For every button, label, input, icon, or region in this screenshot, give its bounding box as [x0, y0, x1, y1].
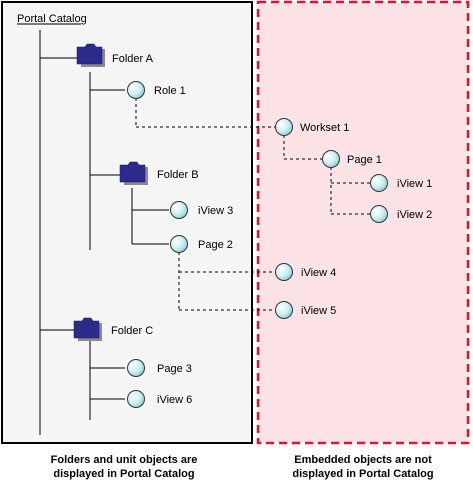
iview-5-label: iView 5	[301, 305, 336, 317]
embedded-caption-line-1: Embedded objects are not	[294, 454, 432, 466]
iview-1-node-icon	[370, 174, 388, 192]
page-3-node-icon	[127, 359, 145, 377]
folder-a-label: Folder A	[112, 53, 154, 65]
iview-2-node-icon	[370, 205, 388, 223]
iview-3-label: iView 3	[198, 205, 233, 217]
workset-1-label: Workset 1	[300, 122, 349, 134]
page-1-label: Page 1	[347, 154, 382, 166]
folder-b-label: Folder B	[157, 169, 199, 181]
catalog-caption-line-1: Folders and unit objects are	[51, 454, 198, 466]
iview-4-node-icon	[275, 263, 293, 281]
folder-b-icon	[119, 161, 148, 185]
role-1-node-icon	[127, 81, 145, 99]
catalog-caption-line-2: displayed in Portal Catalog	[53, 468, 194, 480]
iview-1-label: iView 1	[397, 178, 432, 190]
iview-2-label: iView 2	[397, 209, 432, 221]
workset-1-node-icon	[275, 118, 293, 136]
folder-c-icon	[73, 317, 102, 341]
iview-6-node-icon	[127, 390, 145, 408]
folder-a-icon	[76, 43, 105, 67]
portal-catalog-panel	[1, 1, 253, 444]
embedding-lines	[135, 98, 370, 311]
iview-6-label: iView 6	[157, 394, 192, 406]
iview-4-label: iView 4	[301, 267, 336, 279]
embedded-objects-panel	[256, 0, 470, 445]
page-2-label: Page 2	[198, 239, 233, 251]
catalog-title: Portal Catalog	[17, 13, 87, 25]
iview-5-node-icon	[275, 301, 293, 319]
folder-c-label: Folder C	[111, 325, 153, 337]
embedded-caption-line-2: displayed in Portal Catalog	[292, 468, 433, 480]
iview-3-node-icon	[170, 201, 188, 219]
catalog-tree-lines	[39, 30, 169, 435]
page-3-label: Page 3	[157, 363, 192, 375]
role-1-label: Role 1	[154, 85, 186, 97]
page-1-node-icon	[322, 150, 340, 168]
page-2-node-icon	[170, 235, 188, 253]
